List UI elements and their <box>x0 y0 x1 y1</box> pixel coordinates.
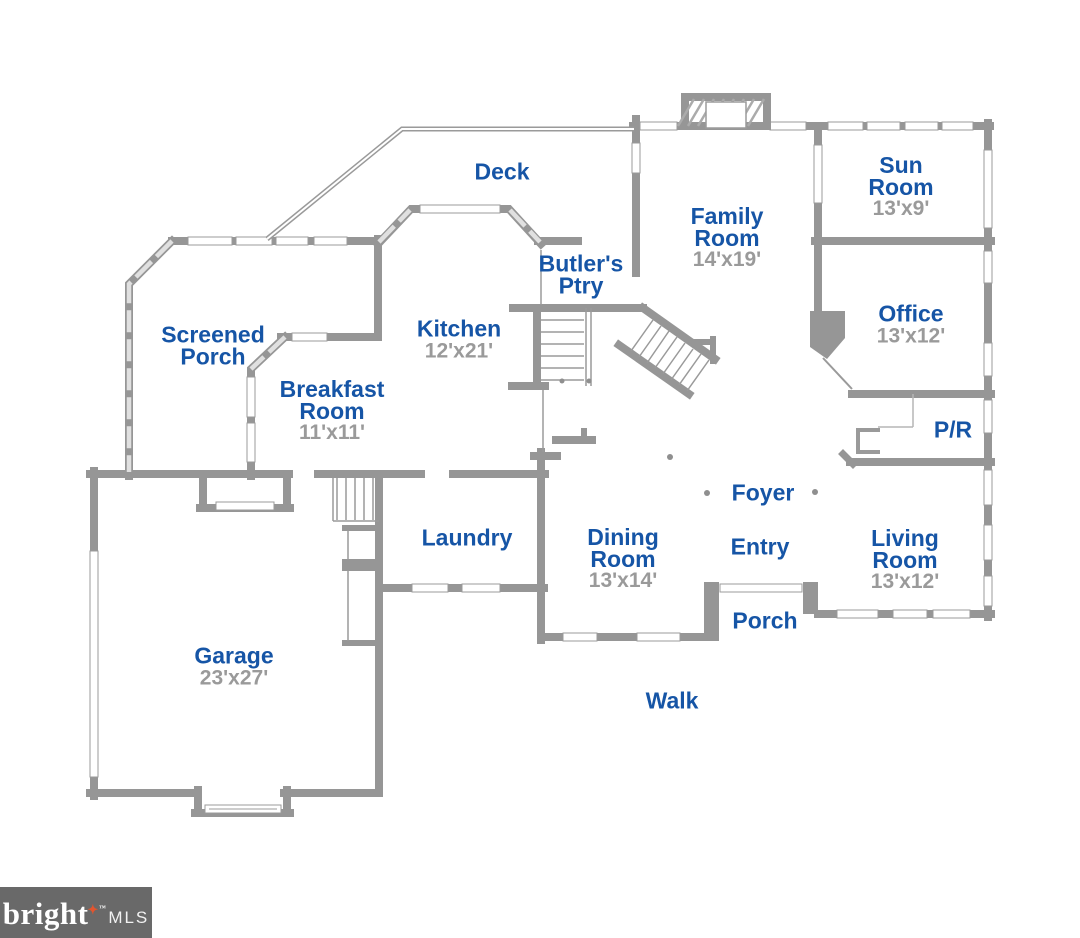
breakfast-dimensions: 11'x11' <box>298 420 366 444</box>
room-label-butlers-pantry: Butler's Ptry <box>538 250 624 298</box>
doors <box>204 236 853 814</box>
room-label-screened-porch: Screened Porch <box>161 321 265 369</box>
office-door-swing <box>822 357 853 390</box>
room-label-deck: Deck <box>474 158 530 185</box>
porch-column-left <box>704 582 719 641</box>
room-label-sun-room: Sun Room 13'x9' <box>868 151 934 220</box>
porch-column-right <box>803 582 818 614</box>
logo-suffix: MLS <box>108 907 150 927</box>
front-door <box>719 583 803 593</box>
deck-slider-door <box>313 236 348 246</box>
room-label-kitchen: Kitchen 12'x21' <box>416 315 502 362</box>
vanity <box>856 428 880 454</box>
firebox <box>705 101 747 129</box>
room-label-garage: Garage 23'x27' <box>194 642 274 689</box>
family-dimensions: 14'x19' <box>692 247 762 271</box>
garage-stairs <box>332 478 379 641</box>
room-label-porch: Porch <box>732 607 798 634</box>
fireplace <box>676 93 771 130</box>
powder-room-fixtures <box>856 394 914 454</box>
sun-dimensions: 13'x9' <box>872 196 930 220</box>
room-label-walk: Walk <box>645 687 699 714</box>
walls <box>86 115 995 817</box>
room-label-breakfast: Breakfast Room 11'x11' <box>279 375 385 444</box>
office-dimensions: 13'x12' <box>876 324 946 347</box>
room-label-living-room: Living Room 13'x12' <box>870 524 940 593</box>
room-label-family-room: Family Room 14'x19' <box>690 202 764 271</box>
room-label-dining-room: Dining Room 13'x14' <box>587 523 659 592</box>
logo-trademark: ™ <box>98 903 107 912</box>
room-label-laundry: Laundry <box>421 524 513 551</box>
foyer-dots <box>667 454 818 496</box>
room-label-foyer: Foyer <box>731 479 795 506</box>
porch-screens <box>126 208 542 472</box>
garage-dimensions: 23'x27' <box>199 666 269 689</box>
windows <box>89 121 993 778</box>
room-label-powder-room: P/R <box>933 416 973 443</box>
dining-dimensions: 13'x14' <box>588 568 658 592</box>
room-label-office: Office 13'x12' <box>876 300 946 347</box>
deck-railing <box>265 126 634 241</box>
main-stairs <box>540 250 710 452</box>
office-chimney <box>810 311 845 359</box>
living-dimensions: 13'x12' <box>870 569 940 593</box>
logo-star-icon: ✦ <box>87 901 99 917</box>
kitchen-dimensions: 12'x21' <box>424 339 494 362</box>
room-label-entry: Entry <box>730 533 790 560</box>
stoop-door <box>215 501 275 511</box>
